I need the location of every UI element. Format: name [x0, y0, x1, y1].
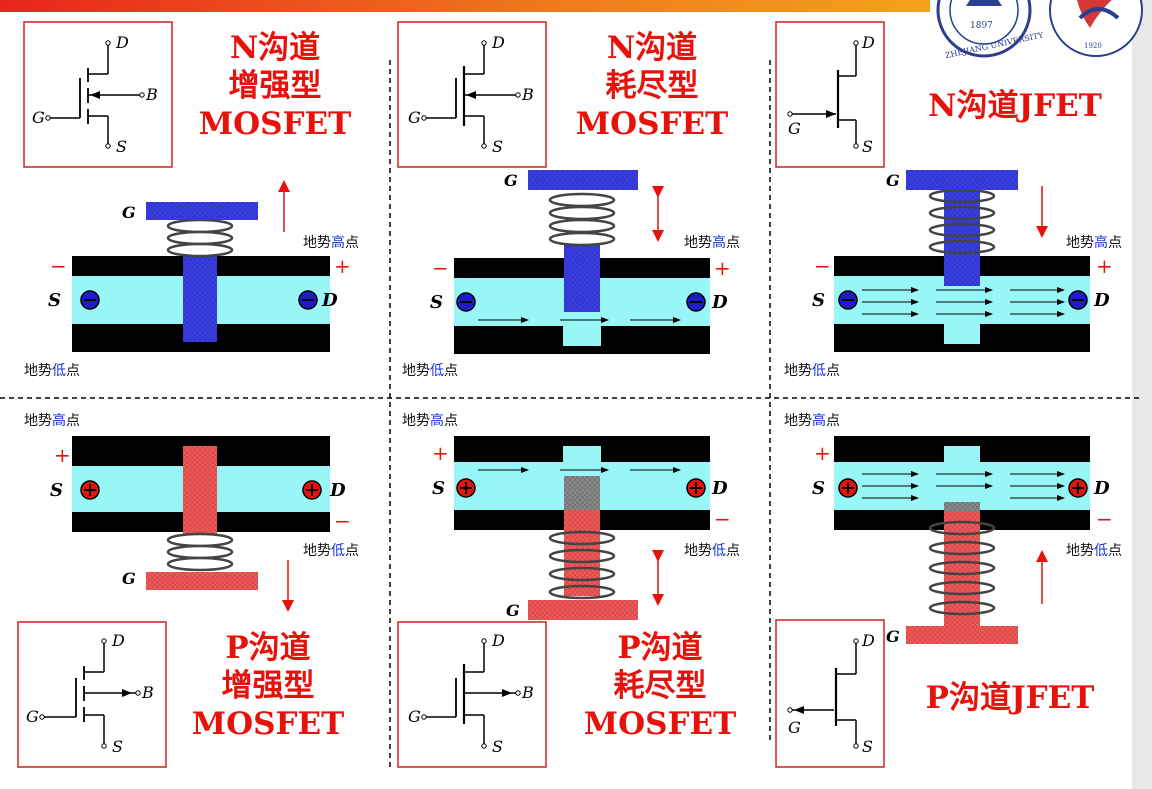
- svg-text:+: +: [432, 441, 449, 465]
- svg-text:−: −: [50, 254, 67, 278]
- svg-text:−: −: [1096, 507, 1113, 531]
- svg-text:D: D: [115, 33, 129, 52]
- university-logo: 1897 ZHEJIANG UNIVERSITY 1920: [936, 0, 1143, 60]
- svg-text:S: S: [50, 480, 63, 501]
- potential-low-label: 地势低点: [24, 363, 80, 379]
- potential-high-label: 地势高点: [1066, 235, 1122, 251]
- svg-text:S: S: [48, 290, 61, 311]
- title-p-mosfet-depletion: P沟道 耗尽型 MOSFET: [583, 630, 737, 742]
- svg-text:D: D: [491, 33, 505, 52]
- svg-text:S: S: [492, 137, 503, 156]
- svg-text:+: +: [334, 254, 351, 278]
- svg-text:+: +: [54, 443, 71, 467]
- svg-text:G: G: [408, 707, 421, 726]
- svg-text:S: S: [116, 137, 127, 156]
- n-mosfet-dep-device: S D G − +: [430, 170, 731, 354]
- p-mosfet-dep-symbol: D B S G: [397, 621, 547, 768]
- potential-low-label: 地势低点: [402, 363, 458, 379]
- potential-high-label: 地势高点: [402, 413, 458, 429]
- svg-text:S: S: [432, 478, 445, 499]
- potential-high-label: 地势高点: [303, 235, 359, 251]
- potential-low-label: 地势低点: [1066, 543, 1122, 559]
- svg-text:−: −: [432, 256, 449, 280]
- svg-text:D: D: [861, 33, 875, 52]
- title-n-mosfet-enhancement: N沟道 增强型 MOSFET: [198, 30, 352, 142]
- svg-text:G: G: [788, 119, 801, 138]
- svg-text:D: D: [711, 292, 728, 313]
- potential-low-label: 地势低点: [684, 543, 740, 559]
- svg-text:D: D: [861, 631, 875, 650]
- title-p-jfet: P沟道JFET: [925, 680, 1095, 716]
- p-mosfet-enh-device: S D G + −: [50, 436, 351, 612]
- n-mosfet-enh-device: S D G − +: [48, 180, 351, 352]
- svg-text:S: S: [812, 290, 825, 311]
- svg-text:−: −: [714, 507, 731, 531]
- svg-text:B: B: [141, 683, 154, 702]
- right-edge-strip: [1132, 0, 1152, 789]
- svg-text:D: D: [321, 290, 338, 311]
- p-mosfet-dep-device: S D G + −: [432, 436, 731, 620]
- svg-text:B: B: [521, 683, 534, 702]
- n-jfet-device: S D G − +: [812, 170, 1113, 352]
- svg-text:D: D: [329, 480, 346, 501]
- svg-text:−: −: [814, 254, 831, 278]
- svg-text:D: D: [111, 631, 125, 650]
- svg-text:G: G: [504, 171, 518, 190]
- svg-text:S: S: [112, 737, 123, 756]
- p-jfet-device: S D G + −: [812, 436, 1113, 646]
- svg-text:B: B: [521, 85, 534, 104]
- p-jfet-symbol: D S G: [775, 619, 885, 768]
- svg-text:+: +: [1096, 254, 1113, 278]
- svg-text:S: S: [812, 478, 825, 499]
- svg-text:S: S: [862, 737, 873, 756]
- svg-text:G: G: [122, 203, 136, 222]
- svg-text:D: D: [1093, 478, 1110, 499]
- svg-text:G: G: [886, 627, 900, 646]
- n-mosfet-enh-symbol: D B S G: [23, 21, 173, 168]
- n-mosfet-dep-symbol: D B S G: [397, 21, 547, 168]
- svg-text:1920: 1920: [1084, 42, 1102, 50]
- svg-text:D: D: [711, 478, 728, 499]
- potential-low-label: 地势低点: [784, 363, 840, 379]
- potential-high-label: 地势高点: [784, 413, 840, 429]
- potential-high-label: 地势高点: [24, 413, 80, 429]
- title-n-mosfet-depletion: N沟道 耗尽型 MOSFET: [575, 30, 729, 142]
- svg-text:S: S: [492, 737, 503, 756]
- svg-text:G: G: [26, 707, 39, 726]
- n-jfet-symbol: D S G: [775, 21, 885, 168]
- svg-text:S: S: [862, 137, 873, 156]
- title-n-jfet: N沟道JFET: [928, 88, 1102, 124]
- svg-text:G: G: [122, 569, 136, 588]
- svg-text:B: B: [145, 85, 158, 104]
- svg-text:G: G: [32, 108, 45, 127]
- svg-text:1897: 1897: [970, 21, 993, 31]
- svg-text:S: S: [430, 292, 443, 313]
- svg-text:+: +: [814, 441, 831, 465]
- p-mosfet-enh-symbol: D B S G: [17, 621, 167, 768]
- svg-text:G: G: [788, 718, 801, 737]
- title-p-mosfet-enhancement: P沟道 增强型 MOSFET: [191, 630, 345, 742]
- svg-text:+: +: [714, 256, 731, 280]
- svg-text:G: G: [506, 601, 520, 620]
- potential-low-label: 地势低点: [303, 543, 359, 559]
- top-gradient-bar: [0, 0, 930, 12]
- svg-text:G: G: [408, 108, 421, 127]
- svg-text:G: G: [886, 171, 900, 190]
- svg-text:D: D: [491, 631, 505, 650]
- svg-text:D: D: [1093, 290, 1110, 311]
- svg-text:−: −: [334, 509, 351, 533]
- potential-high-label: 地势高点: [684, 235, 740, 251]
